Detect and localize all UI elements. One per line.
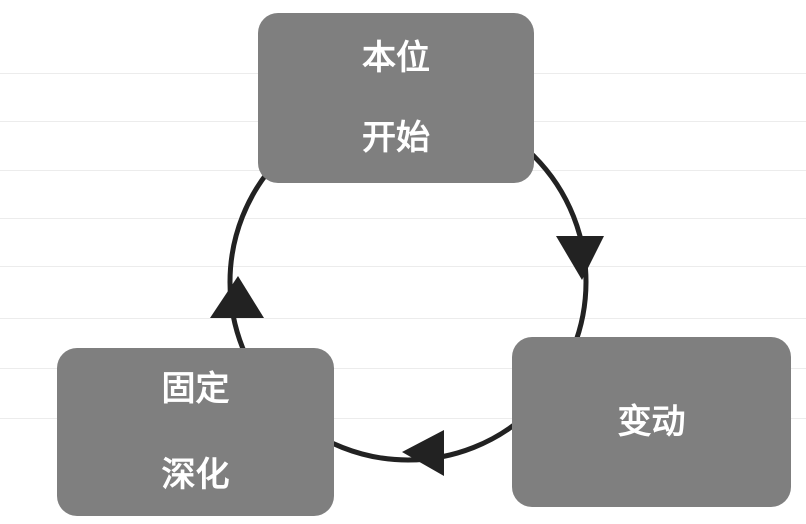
node-left-line2: 深化 <box>161 455 230 495</box>
node-top-line1: 本位 <box>362 38 430 78</box>
node-top: 本位 开始 <box>258 13 534 183</box>
background-rule <box>0 266 806 267</box>
node-right-label: 变动 <box>617 402 686 442</box>
arrow-down-icon <box>556 236 604 280</box>
background-rule <box>0 218 806 219</box>
node-left-line1: 固定 <box>161 369 230 409</box>
background-rule <box>0 368 806 369</box>
arrow-up-icon <box>210 276 264 318</box>
background-rule <box>0 318 806 319</box>
background-rule <box>0 418 806 419</box>
node-right: 变动 <box>512 337 791 507</box>
node-left: 固定 深化 <box>57 348 334 516</box>
arrow-left-icon <box>402 430 444 476</box>
node-top-line2: 开始 <box>362 118 430 158</box>
